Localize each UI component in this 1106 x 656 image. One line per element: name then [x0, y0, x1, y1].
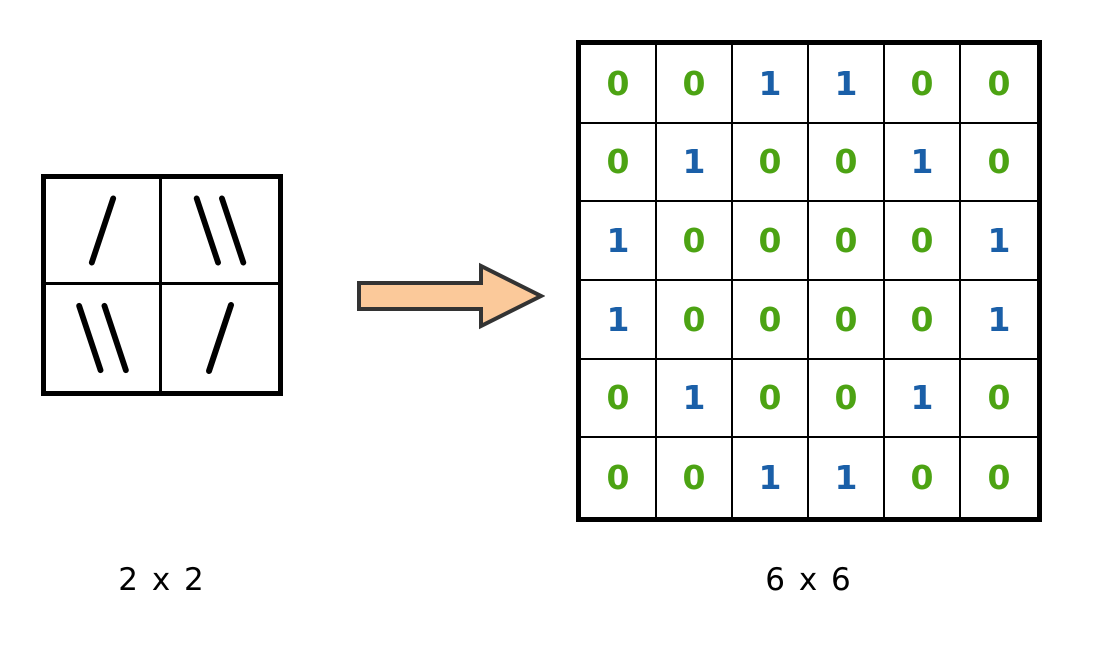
matrix-cell-r5-c1: 0 — [581, 359, 657, 439]
matrix-cell-r4-c4: 0 — [809, 280, 885, 360]
matrix-cell-r3-c3: 0 — [733, 202, 809, 281]
matrix-cell-r1-c1: 0 — [581, 45, 657, 124]
source-cell-top-left — [46, 179, 162, 285]
matrix-cell-r1-c4: 1 — [809, 45, 885, 124]
stroke-mark — [88, 195, 117, 266]
matrix-cell-r3-c1: 1 — [581, 202, 657, 281]
matrix-cell-r5-c6: 0 — [961, 360, 1037, 439]
matrix-cell-r1-c5: 0 — [885, 45, 961, 124]
matrix-cell-r3-c6: 1 — [961, 202, 1037, 281]
matrix-cell-r3-c4: 0 — [809, 202, 885, 281]
matrix-cell-r3-c5: 0 — [885, 202, 961, 281]
stroke-mark-group — [76, 302, 129, 374]
stroke-mark — [219, 195, 247, 266]
source-cell-bottom-right — [162, 285, 278, 391]
matrix-cell-r2-c4: 0 — [809, 123, 885, 203]
stroke-mark — [193, 195, 221, 266]
matrix-cell-r5-c2: 1 — [657, 359, 733, 439]
source-grid — [41, 174, 283, 396]
matrix-cell-r4-c2: 0 — [657, 280, 733, 360]
stroke-mark-group — [88, 195, 117, 266]
matrix-cell-r6-c6: 0 — [987, 458, 1011, 498]
source-cell-bottom-left — [46, 285, 162, 391]
source-figure — [41, 174, 283, 396]
matrix-cell-r5-c3: 0 — [733, 359, 809, 439]
matrix-cell-r3-c2: 0 — [657, 202, 733, 281]
matrix-cell-r1-c2: 0 — [657, 45, 733, 124]
matrix-cell-r6-c2: 0 — [657, 438, 733, 517]
matrix-cell-r6-c3: 1 — [733, 438, 809, 517]
matrix-cell-r2-c2: 1 — [657, 123, 733, 203]
right-arrow-icon — [355, 262, 545, 330]
matrix-cell-r4-c3: 0 — [733, 280, 809, 360]
matrix-cell-r6-c1: 0 — [581, 438, 657, 517]
matrix-cell-r5-c4: 0 — [809, 359, 885, 439]
matrix-cell-r2-c1: 0 — [581, 123, 657, 203]
stroke-mark — [76, 302, 104, 374]
matrix-cell-r2-c6: 0 — [961, 124, 1037, 203]
source-cell-top-right — [162, 179, 278, 285]
matrix-cell-r4-c6: 1 — [961, 281, 1037, 360]
matrix-cell-r1-c3: 1 — [733, 45, 809, 124]
matrix-caption: 6 x 6 — [765, 562, 853, 598]
stroke-mark-group — [206, 302, 234, 374]
matrix-cell-r1-c6: 0 — [961, 45, 1037, 124]
matrix-cell-r2-c5: 1 — [885, 123, 961, 203]
matrix-cell-r6-c5: 0 — [885, 438, 961, 517]
stroke-mark — [206, 302, 234, 374]
stroke-mark — [101, 302, 129, 374]
matrix-cell-r2-c3: 0 — [733, 123, 809, 203]
matrix-cell-r5-c5: 1 — [885, 359, 961, 439]
matrix-cell-r4-c5: 0 — [885, 280, 961, 360]
source-caption: 2 x 2 — [118, 562, 206, 598]
stroke-mark-group — [193, 195, 247, 266]
matrix-cell-r6-c4: 1 — [809, 438, 885, 517]
right-arrow-shape — [357, 262, 545, 330]
matrix-cell-r4-c1: 1 — [581, 280, 657, 360]
